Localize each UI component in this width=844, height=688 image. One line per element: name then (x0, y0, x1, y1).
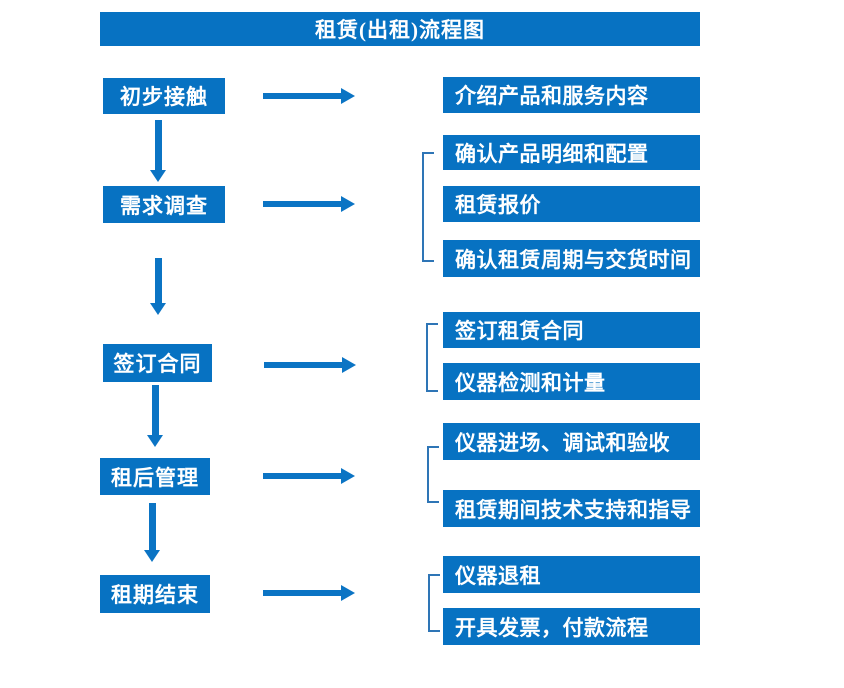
arrow-right-icon-3 (264, 357, 356, 373)
arrow-right-icon-2 (263, 196, 355, 212)
arrow-shaft (155, 120, 162, 171)
step-box-post-rental-management: 租后管理 (100, 458, 210, 495)
step-box-demand-survey: 需求调查 (103, 186, 225, 223)
arrow-right-icon-4 (263, 468, 355, 484)
arrow-shaft (263, 201, 342, 207)
detail-box-instrument-return: 仪器退租 (443, 556, 700, 593)
arrow-right-icon-5 (263, 585, 355, 601)
arrow-shaft (263, 473, 342, 479)
bracket-group-rental-end (428, 574, 440, 632)
arrow-shaft (264, 362, 343, 368)
step-box-sign-contract: 签订合同 (103, 344, 212, 382)
detail-box-rental-quote: 租赁报价 (443, 186, 700, 222)
arrow-head (150, 303, 166, 315)
arrow-head (341, 196, 355, 212)
detail-box-confirm-period-delivery: 确认租赁周期与交货时间 (443, 240, 700, 277)
detail-box-instrument-entry-acceptance: 仪器进场、调试和验收 (443, 423, 700, 460)
flowchart-title: 租赁(出租)流程图 (315, 18, 485, 42)
arrow-shaft (263, 590, 342, 596)
detail-box-intro-products-services: 介绍产品和服务内容 (443, 77, 700, 113)
bracket-group-sign-contract (426, 323, 438, 392)
arrow-down-icon-1 (150, 120, 167, 182)
arrow-head (341, 585, 355, 601)
arrow-shaft (152, 385, 159, 436)
bracket-group-post-rental (427, 446, 439, 503)
step-box-rental-end: 租期结束 (100, 575, 210, 613)
arrow-head (341, 88, 355, 104)
detail-box-sign-rental-contract: 签订租赁合同 (443, 312, 700, 348)
bracket-group-demand-survey (422, 152, 434, 262)
arrow-right-icon-1 (263, 88, 355, 104)
arrow-head (147, 435, 163, 447)
arrow-head (144, 550, 160, 562)
arrow-head (341, 468, 355, 484)
detail-box-invoice-payment: 开具发票，付款流程 (443, 608, 700, 645)
detail-box-technical-support: 租赁期间技术支持和指导 (443, 490, 700, 527)
arrow-down-icon-3 (147, 385, 164, 447)
arrow-head (342, 357, 356, 373)
arrow-shaft (149, 503, 156, 551)
arrow-head (150, 170, 166, 182)
step-box-initial-contact: 初步接触 (103, 78, 225, 114)
arrow-shaft (155, 258, 162, 304)
arrow-shaft (263, 93, 342, 99)
arrow-down-icon-4 (144, 503, 161, 562)
detail-box-instrument-testing-metering: 仪器检测和计量 (443, 363, 700, 400)
detail-box-confirm-product-config: 确认产品明细和配置 (443, 135, 700, 170)
flowchart-title-bar: 租赁(出租)流程图 (100, 12, 700, 46)
arrow-down-icon-2 (150, 258, 167, 315)
